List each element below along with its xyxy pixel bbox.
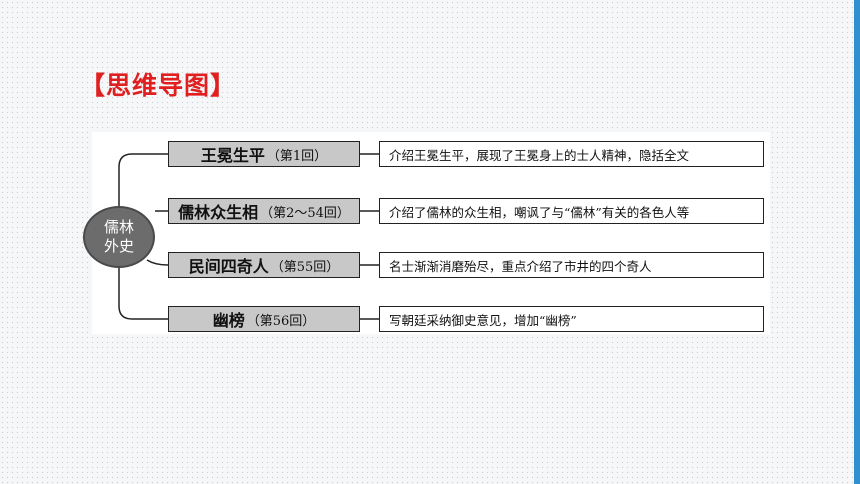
right-edge-bar — [854, 0, 860, 484]
branch-node-2: 儒林众生相 （第2～54回） — [168, 198, 360, 224]
branch-chapter: （第55回） — [270, 259, 340, 275]
desc-node-3: 名士渐渐消磨殆尽，重点介绍了市井的四个奇人 — [379, 252, 764, 278]
branch-name: 王冕生平 — [200, 146, 265, 165]
root-node: 儒林 外史 — [83, 206, 155, 268]
branch-node-4: 幽榜 （第56回） — [168, 306, 360, 332]
branch-chapter: （第2～54回） — [260, 205, 350, 221]
root-label-line-2: 外史 — [103, 237, 134, 255]
branch-chapter: （第56回） — [246, 313, 316, 329]
branch-name: 儒林众生相 — [178, 203, 259, 222]
section-heading: 【思维导图】 — [80, 71, 237, 100]
branch-node-1: 王冕生平 （第1回） — [168, 141, 360, 167]
root-label-line-1: 儒林 — [103, 218, 134, 236]
branch-chapter: （第1回） — [266, 148, 328, 164]
connector-branch-3 — [146, 259, 169, 266]
branch-name: 幽榜 — [212, 311, 245, 330]
desc-node-2: 介绍了儒林的众生相，嘲讽了与“儒林”有关的各色人等 — [379, 198, 764, 224]
branch-name: 民间四奇人 — [188, 257, 269, 276]
connector-branch-4 — [118, 268, 168, 320]
branch-node-3: 民间四奇人 （第55回） — [168, 252, 360, 278]
desc-node-1: 介绍王冕生平，展现了王冕身上的士人精神，隐括全文 — [379, 141, 764, 167]
desc-node-4: 写朝廷采纳御史意见，增加“幽榜” — [379, 306, 764, 332]
connector-branch-1 — [118, 153, 168, 206]
